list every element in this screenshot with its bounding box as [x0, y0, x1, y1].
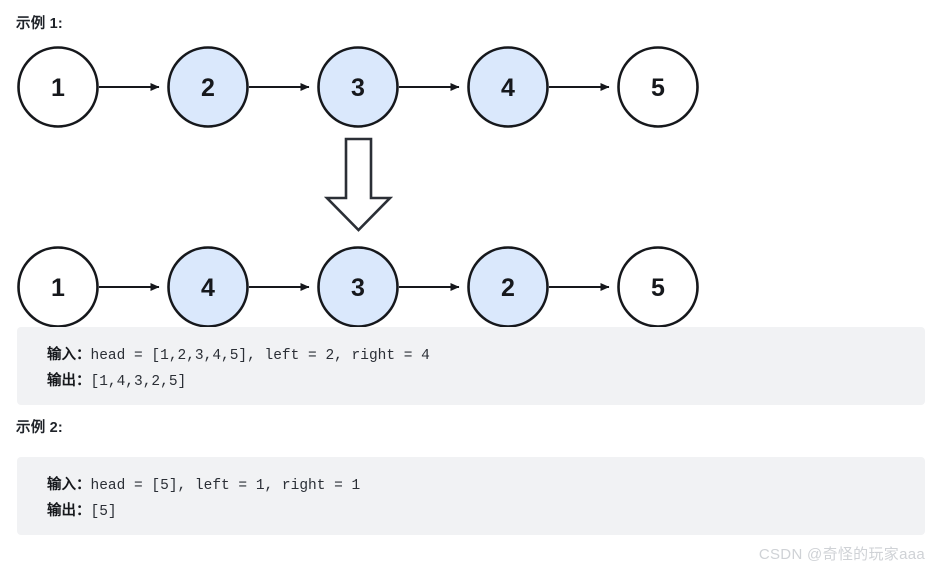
example-1-output-line: 输出：[1,4,3,2,5]: [47, 369, 925, 395]
output-value: [1,4,3,2,5]: [90, 374, 187, 390]
list-node-before-2: 2: [167, 46, 249, 128]
node-value: 1: [51, 74, 65, 102]
output-label: 输出：: [47, 503, 91, 519]
list-node-after-5: 5: [617, 246, 699, 328]
example-1-heading: 示例 1:: [16, 16, 63, 32]
output-label: 输出：: [47, 373, 91, 389]
list-node-after-3: 3: [317, 246, 399, 328]
node-value: 4: [501, 74, 515, 102]
before-list-row: 1 2 3 4 5: [17, 46, 699, 128]
list-node-before-4: 4: [467, 46, 549, 128]
node-value: 3: [351, 274, 365, 302]
list-node-before-5: 5: [617, 46, 699, 128]
node-value: 3: [351, 74, 365, 102]
linked-list-diagram: 1 2 3 4 5: [0, 28, 939, 328]
example-2-input-line: 输入：head = [5], left = 1, right = 1: [47, 473, 925, 499]
node-value: 5: [651, 74, 665, 102]
list-node-before-1: 1: [17, 46, 99, 128]
list-node-after-1: 1: [17, 246, 99, 328]
example-2-code-block: 输入：head = [5], left = 1, right = 1 输出：[5…: [17, 457, 925, 535]
input-label: 输入：: [47, 347, 91, 363]
node-value: 2: [501, 274, 515, 302]
example-1-code-block: 输入：head = [1,2,3,4,5], left = 2, right =…: [17, 327, 925, 405]
csdn-watermark: CSDN @奇怪的玩家aaa: [758, 546, 925, 563]
input-value: head = [1,2,3,4,5], left = 2, right = 4: [90, 348, 430, 364]
list-node-after-2: 4: [167, 246, 249, 328]
example-1-input-line: 输入：head = [1,2,3,4,5], left = 2, right =…: [47, 343, 925, 369]
after-list-row: 1 4 3 2 5: [17, 246, 699, 328]
node-value: 2: [201, 74, 215, 102]
node-value: 1: [51, 274, 65, 302]
input-value: head = [5], left = 1, right = 1: [90, 478, 361, 494]
example-2-output-line: 输出：[5]: [47, 499, 925, 525]
list-node-before-3: 3: [317, 46, 399, 128]
input-label: 输入：: [47, 477, 91, 493]
list-node-after-4: 2: [467, 246, 549, 328]
output-value: [5]: [90, 504, 117, 520]
node-value: 5: [651, 274, 665, 302]
down-block-arrow-icon: [323, 137, 394, 232]
node-value: 4: [201, 274, 215, 302]
example-2-heading: 示例 2:: [16, 420, 63, 436]
